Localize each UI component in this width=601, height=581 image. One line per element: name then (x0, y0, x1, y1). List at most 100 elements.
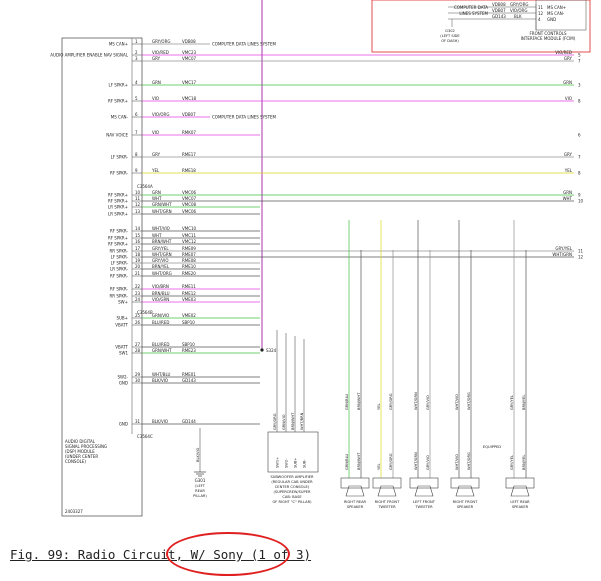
circuit-id: VMC17 (182, 80, 197, 85)
pin-label: SUB+ (116, 315, 128, 320)
pin-label: RF SPKR- (110, 170, 129, 175)
pin-number: 1 (135, 39, 138, 44)
fcim-title-1: FRONT CONTROLS (529, 31, 566, 36)
amp-pin-label: SUB- (302, 459, 306, 468)
pin-label: RF SPKR+ (108, 241, 128, 246)
wire-color: WHT/BLU (152, 372, 171, 377)
pin-label: LR SPKR- (110, 266, 128, 271)
right-wire-color: YEL (564, 168, 573, 173)
amp-wire-color: GRY/ORG (273, 413, 277, 430)
circuit-id: VMC06 (182, 190, 197, 195)
pin-number: 8 (135, 152, 138, 157)
far-pin: 6 (578, 132, 581, 137)
pin-number: 15 (135, 233, 141, 238)
pin-label: LF SPKR- (111, 254, 129, 259)
fcim-row3-circuit: GD143 (492, 14, 506, 19)
circuit-id: RME10 (182, 264, 196, 269)
wire-color: BRN/BLU (152, 291, 170, 296)
fcim-ground-2: (LEFT SIDE (440, 34, 460, 38)
speaker-wire-color: BRN/YEL (522, 395, 526, 410)
amp-wire-color: BRN/WHT (291, 412, 295, 430)
pin-number: 29 (135, 372, 141, 377)
speaker-wire-color-lower: WHT/VIO (455, 454, 459, 470)
pin-number: 2 (135, 50, 138, 55)
circuit-id: RME18 (182, 168, 196, 173)
circuit-id: RME12 (182, 291, 196, 296)
far-pin: S (578, 52, 581, 57)
pin-label: RF SPKR+ (108, 98, 128, 103)
pin-number: 18 (135, 252, 141, 257)
speaker-box (505, 477, 535, 489)
fcim-row2-label: LINES SYSTEM (459, 11, 488, 16)
pin-row: AUDIO AMPLIFIER ENABLE NAV SIGNAL 2 VIO/RE… (50, 50, 581, 57)
wire-color: BLK/VIO (152, 378, 168, 383)
circuit-id: VDB07 (182, 112, 196, 117)
speaker-wire-color: GRY/VIO (426, 395, 430, 410)
wire-color: VIO/RED (152, 50, 169, 55)
wire-color: BLU/RED (152, 320, 169, 325)
fcim-row2-circuit: VDB07 (492, 8, 506, 13)
amp-pin-label: SW1+ (275, 457, 279, 468)
wire-color: VIO (152, 96, 159, 101)
pin-label: LF SPKR+ (108, 82, 128, 87)
dsp-module-outline (61, 37, 143, 517)
circuit-id: RME23 (182, 348, 196, 353)
pin-number: 7 (135, 130, 138, 135)
pin-label: SW+ (118, 299, 128, 304)
speaker-title-2: TWEETER (414, 505, 433, 509)
wire-color: GRN/WHT (152, 348, 172, 353)
wire-color: VIO/BRN (152, 284, 169, 289)
circuit-id: SBP10 (182, 342, 195, 347)
pin-label: AUDIO AMPLIFIER ENABLE NAV SIGNAL (50, 52, 128, 57)
pin-number: 23 (135, 291, 141, 296)
wire-color: BLU/RED (152, 342, 169, 347)
pin-number: 30 (135, 378, 141, 383)
wire-color: VIO (152, 130, 159, 135)
amp-title-4: (SUPERCREW/SUPER (274, 490, 311, 494)
dsp-label-2: SIGNAL PROCESSING (65, 444, 107, 449)
far-pin: 3 (578, 82, 581, 87)
pin-label: MS CAN- (111, 114, 129, 119)
circuit-id: RMK07 (182, 130, 196, 135)
speaker-title-1: RIGHT REAR (344, 500, 367, 504)
ground-note-2: REAR (195, 489, 205, 493)
amp-title-6: OF RIGHT "C" PILLAR) (272, 500, 312, 504)
speaker-wire-color: WHT/GRN (414, 392, 418, 410)
speaker-wire-color: WHT/VIO (455, 394, 459, 410)
ground-id: G301 (195, 478, 206, 483)
wire-color: GRN (152, 190, 161, 195)
pin-label: RF SPKR+ (108, 198, 128, 203)
dsp-module-label: AUDIO DIGITAL SIGNAL PROCESSING (DSP) MO… (65, 439, 107, 514)
pin-number: 20 (135, 264, 141, 269)
pin-label: RF SPKR+ (108, 235, 128, 240)
dsp-label-1: AUDIO DIGITAL (65, 439, 96, 444)
connector-c3564a: C3564A (137, 184, 153, 189)
speaker-wire-color-lower: GRY/ORG (389, 453, 393, 470)
circuit-id: VMC11 (182, 233, 197, 238)
bus-note: COMPUTER DATA LINES SYSTEM (212, 41, 277, 46)
ground-note-1: (LEFT (195, 484, 206, 488)
pin-label: SW1 (119, 350, 128, 355)
wire-color: GRN/VIO (152, 313, 169, 318)
pin-number: 6 (135, 112, 138, 117)
fcim-row3-pin: 4 (538, 17, 541, 22)
pin-number: 26 (135, 320, 141, 325)
wire-color: BRN/YEL (152, 264, 170, 269)
wire-color: GRY/ORG (152, 39, 170, 44)
pin-number: 9 (135, 168, 138, 173)
pin-label: RF SPKR- (110, 228, 129, 233)
speaker-box (372, 477, 402, 489)
